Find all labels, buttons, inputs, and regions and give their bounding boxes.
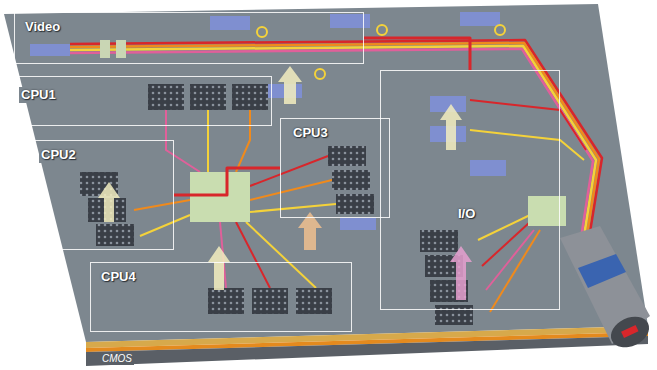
waveguide — [250, 180, 332, 200]
modulator — [100, 40, 110, 58]
up-arrow — [278, 66, 302, 104]
waveguide — [207, 110, 209, 172]
region-label: CPU2 — [39, 147, 78, 163]
array — [148, 84, 184, 110]
optical-hub — [528, 196, 566, 226]
waveguide — [236, 110, 250, 172]
ring-resonator — [257, 27, 267, 37]
region-label: I/O — [456, 206, 477, 222]
waveguide — [470, 130, 584, 160]
waveguide — [70, 49, 593, 238]
optical-link — [364, 38, 470, 70]
up-arrow — [440, 104, 462, 150]
fiber-core — [621, 325, 638, 338]
waveguide — [236, 222, 270, 288]
ring-resonator — [315, 69, 325, 79]
chip-region: CPU1 — [10, 76, 272, 126]
array — [208, 288, 244, 314]
waveguide — [490, 230, 540, 312]
array — [435, 305, 473, 325]
ring-resonator — [495, 25, 505, 35]
waveguide — [250, 204, 336, 212]
signal-arrows — [98, 66, 472, 300]
pad — [210, 16, 250, 30]
pixel-arrays — [80, 84, 506, 325]
array — [336, 194, 374, 214]
pad — [340, 218, 376, 230]
chip-region: CPU4 — [90, 262, 352, 332]
cable-end — [606, 311, 654, 353]
chip-region: I/O — [380, 70, 560, 310]
cable-band — [578, 254, 626, 288]
chip-surface — [4, 4, 648, 342]
chip-base — [86, 336, 648, 366]
pad — [330, 14, 370, 28]
waveguide — [166, 110, 200, 172]
cpu-waveguides — [134, 100, 586, 312]
array — [252, 288, 288, 314]
waveguide — [470, 100, 586, 150]
array — [96, 224, 134, 246]
modulator — [116, 40, 126, 58]
optical-hub — [190, 172, 250, 222]
waveguide — [478, 215, 530, 240]
optical-link — [174, 168, 280, 195]
region-label: CPU1 — [19, 87, 58, 103]
ring-resonator — [377, 25, 387, 35]
up-arrow — [450, 246, 472, 300]
process-label: CMOS — [100, 353, 134, 365]
array — [328, 146, 366, 166]
array — [296, 288, 332, 314]
waveguide — [134, 200, 190, 210]
array — [190, 84, 226, 110]
array — [232, 84, 268, 110]
region-label: CPU3 — [291, 125, 330, 141]
chip-region: Video — [14, 12, 364, 64]
pad — [30, 44, 70, 56]
waveguide — [70, 46, 596, 236]
up-arrow — [208, 246, 230, 290]
region-label: CPU4 — [99, 269, 138, 285]
waveguide — [70, 40, 602, 232]
chip-region: CPU2 — [24, 140, 174, 250]
array — [420, 230, 458, 252]
waveguide — [70, 43, 599, 234]
array — [332, 170, 370, 190]
fiber-cable — [560, 226, 654, 353]
chip-region: CPU3 — [280, 118, 390, 218]
pad — [470, 160, 506, 176]
region-label: Video — [23, 19, 62, 35]
waveguide — [140, 215, 190, 236]
pad — [460, 12, 500, 26]
up-arrow — [98, 182, 120, 222]
waveguide — [250, 156, 328, 186]
